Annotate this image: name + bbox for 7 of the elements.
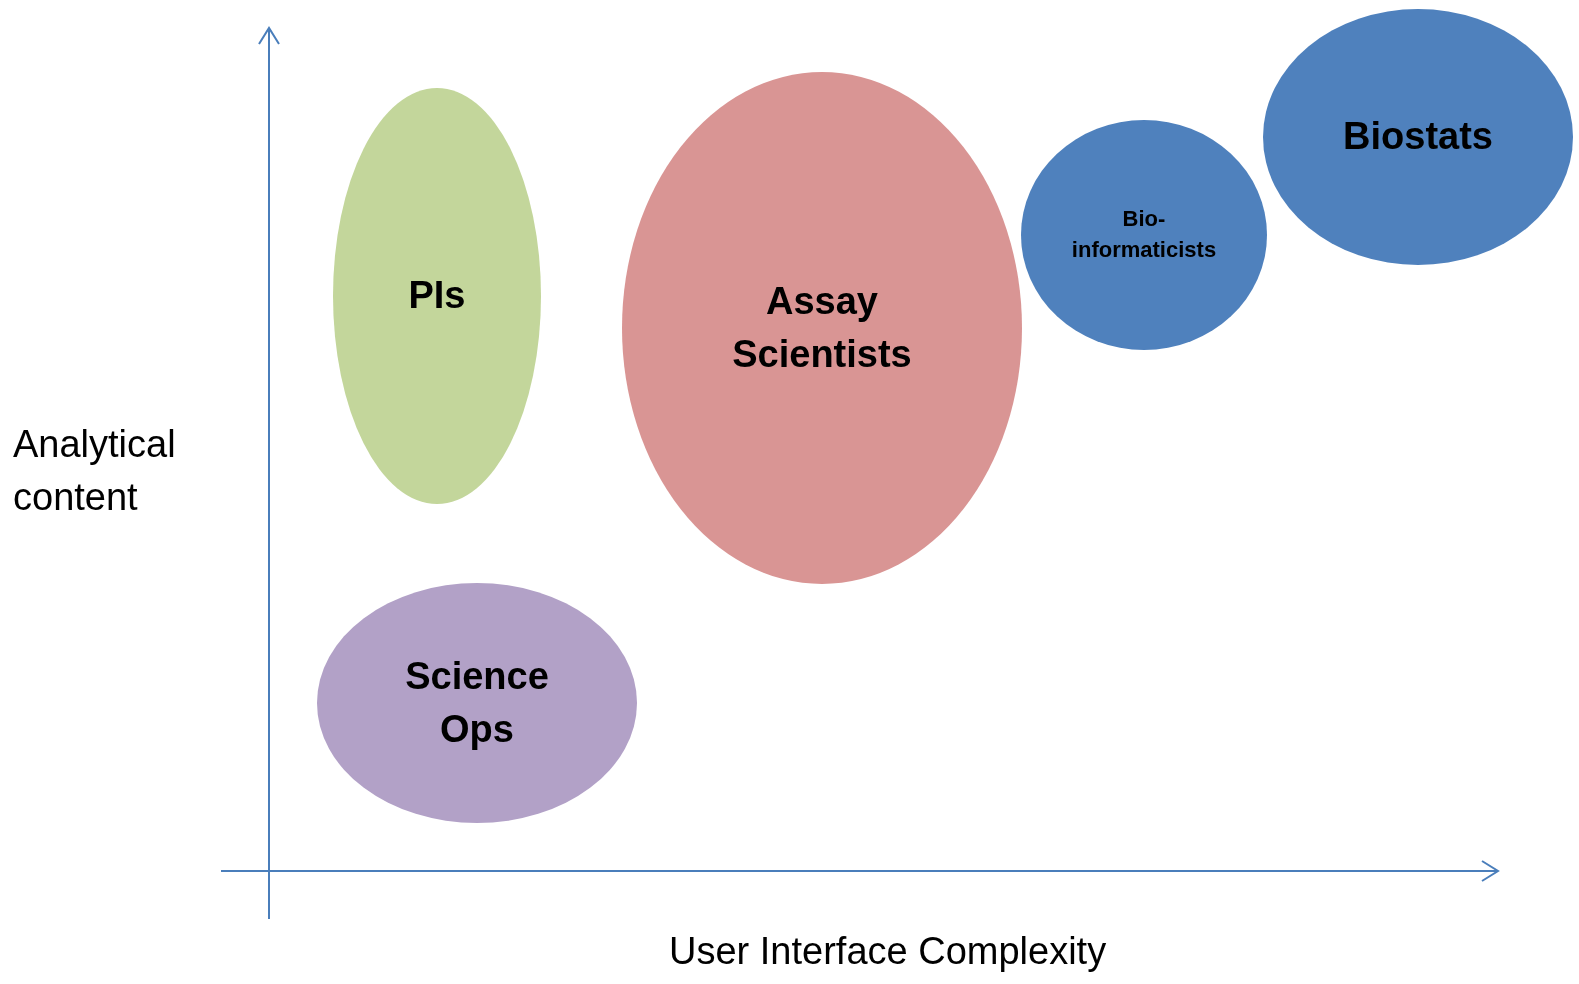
group-label: PIs <box>407 273 467 319</box>
group-label: Science Ops <box>404 653 550 752</box>
group-label: Biostats <box>1342 114 1494 160</box>
axis-label: User Interface Complexity <box>669 929 1108 974</box>
group-label: Bio- informaticists <box>1070 205 1218 264</box>
group-label: Assay Scientists <box>731 278 913 377</box>
axis-label: Analytical content <box>13 422 177 521</box>
